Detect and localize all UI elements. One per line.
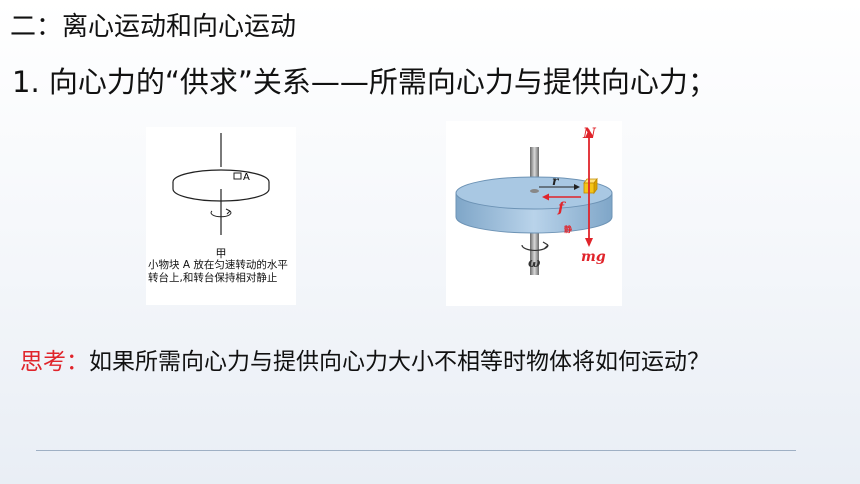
figure-label: 甲 — [215, 247, 227, 260]
think-label: 思考： — [20, 349, 89, 375]
bottom-divider — [36, 450, 796, 451]
think-text: 如果所需向心力与提供向心力大小不相等时物体将如何运动？ — [89, 349, 710, 375]
friction-label: f — [557, 200, 567, 216]
block-label: A — [243, 172, 250, 183]
gravity-label: mg — [581, 249, 606, 265]
think-question: 思考：如果所需向心力与提供向心力大小不相等时物体将如何运动？ — [20, 344, 850, 380]
omega-label: ω — [528, 256, 541, 271]
turntable-figure-right: N r f 静 mg ω — [446, 121, 622, 306]
turntable-sketch: A — [172, 133, 270, 235]
section-heading: 二：离心运动和向心运动 — [10, 12, 297, 42]
force-diagram: N r f 静 mg ω — [455, 126, 613, 275]
turntable-figure-left: A 甲 小物块 A 放在匀速转动的水平转台上,和转台保持相对静止 — [146, 127, 296, 305]
block — [583, 177, 598, 195]
static-label: 静 — [564, 224, 572, 234]
subsection-heading: 1. 向心力的“供求”关系——所需向心力与提供向心力； — [12, 65, 717, 99]
normal-force-label: N — [582, 126, 597, 142]
radius-label: r — [552, 174, 560, 188]
figure-caption: 小物块 A 放在匀速转动的水平转台上,和转台保持相对静止 — [148, 259, 288, 284]
